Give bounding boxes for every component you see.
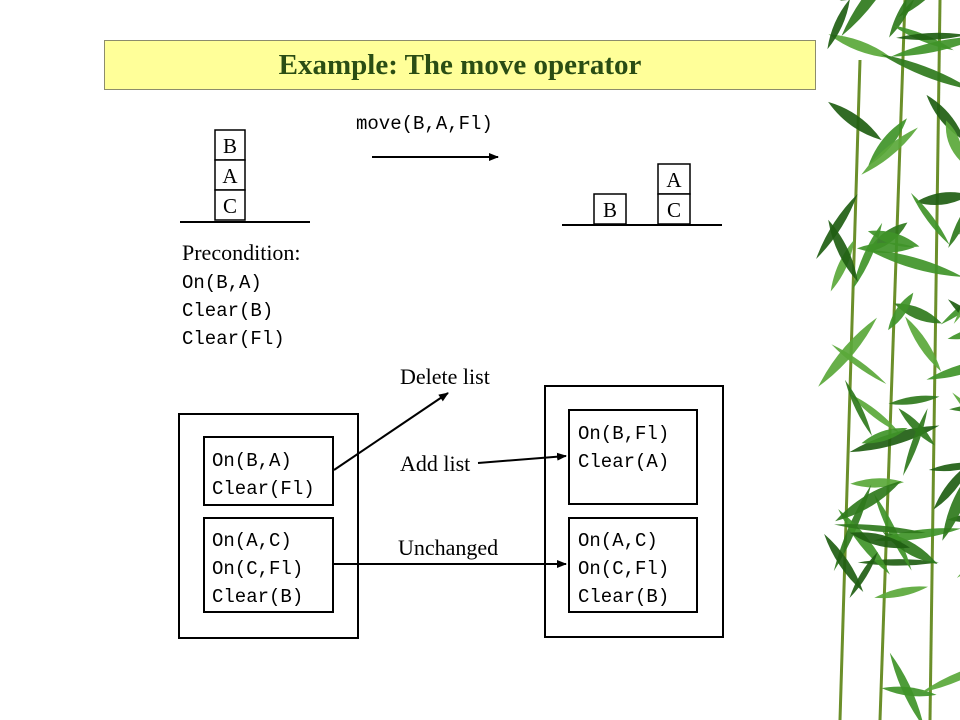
result-floor-block — [593, 193, 627, 225]
bamboo-stem — [878, 0, 907, 720]
bamboo-leaf — [873, 528, 960, 541]
unchanged-arrow-label: Unchanged — [398, 535, 498, 560]
bamboo-leaf — [835, 481, 902, 522]
add-item-0: On(B,Fl) — [578, 423, 669, 445]
precondition-item-1: Clear(B) — [182, 300, 273, 322]
bamboo-leaf — [926, 358, 960, 380]
before-unchanged-item-0: On(A,C) — [212, 530, 292, 552]
delete-arrow-label: Delete list — [400, 364, 490, 389]
bamboo-leaf — [889, 0, 919, 38]
bamboo-leaf — [933, 462, 960, 510]
before-unchanged-item-2: Clear(B) — [212, 586, 303, 608]
bamboo-leaf — [867, 230, 920, 248]
bamboo-leaf — [905, 316, 942, 372]
bamboo-leaf — [849, 551, 878, 598]
bamboo-leaf — [888, 395, 940, 405]
bamboo-leaf — [889, 652, 925, 720]
after-unchanged-group-box — [568, 517, 698, 613]
bamboo-leaf — [824, 533, 864, 593]
after-unchanged-item-1: On(C,Fl) — [578, 558, 669, 580]
bamboo-leaf — [828, 219, 858, 282]
add-arrow-label: Add list — [400, 451, 470, 476]
bamboo-leaf — [888, 292, 914, 331]
bamboo-leaf — [921, 661, 960, 693]
result-state: B A C — [562, 163, 722, 226]
bamboo-leaves-decoration — [816, 0, 960, 720]
bamboo-leaf — [881, 54, 960, 91]
add-arrow — [477, 452, 567, 464]
precondition-item-2: Clear(Fl) — [182, 328, 285, 350]
bamboo-leaf — [949, 404, 960, 412]
before-unchanged-group-box — [203, 517, 334, 613]
bamboo-leaf — [952, 392, 960, 465]
after-unchanged-item-0: On(A,C) — [578, 530, 658, 552]
bamboo-leaf — [816, 193, 858, 259]
delete-group-box — [203, 436, 334, 506]
bamboo-leaf — [898, 408, 935, 446]
bamboo-leaf — [831, 344, 887, 384]
block-bottom — [214, 189, 246, 221]
bamboo-leaf — [834, 524, 926, 534]
bamboo-leaf — [818, 317, 877, 387]
bamboo-leaf — [945, 120, 960, 163]
result-stack-label-1: C — [667, 198, 681, 222]
bamboo-leaf — [896, 32, 960, 41]
bamboo-leaf — [852, 222, 883, 290]
bamboo-leaf — [928, 462, 960, 472]
delete-arrow — [333, 392, 449, 471]
result-stack-label-0: A — [666, 168, 682, 192]
bamboo-leaf — [948, 195, 960, 248]
bamboo-leaf — [947, 513, 960, 523]
bamboo-leaf — [942, 470, 960, 541]
before-outer-frame — [178, 413, 359, 639]
title-banner: Example: The move operator — [104, 40, 816, 90]
bamboo-leaf — [891, 36, 960, 57]
delete-item-0: On(B,A) — [212, 450, 292, 472]
add-item-1: Clear(A) — [578, 451, 669, 473]
initial-block-label-2: C — [223, 194, 237, 218]
bamboo-leaf — [940, 282, 960, 325]
bamboo-leaf — [874, 586, 928, 599]
bamboo-leaf — [915, 192, 960, 206]
bamboo-leaf — [845, 379, 873, 437]
bamboo-leaf — [867, 249, 960, 277]
bamboo-leaf — [849, 393, 900, 433]
initial-block-label-1: A — [222, 164, 238, 188]
bamboo-leaf — [861, 427, 908, 444]
add-group-box — [568, 409, 698, 505]
slide-title: Example: The move operator — [278, 48, 642, 81]
before-unchanged-item-1: On(C,Fl) — [212, 558, 303, 580]
bamboo-leaf — [841, 0, 900, 37]
after-state-box: On(B,Fl) Clear(A) On(A,C) On(C,Fl) Clear… — [544, 385, 724, 638]
bamboo-leaf — [861, 127, 918, 175]
precondition-item-0: On(B,A) — [182, 272, 262, 294]
bamboo-leaf — [828, 34, 892, 59]
bamboo-leaf — [849, 532, 910, 549]
bamboo-leaf — [903, 408, 928, 476]
result-floor-block-label: B — [603, 198, 617, 222]
precondition-heading: Precondition: — [182, 240, 301, 265]
after-outer-frame — [544, 385, 724, 638]
initial-stack: B A C — [180, 129, 310, 223]
initial-block-label-0: B — [223, 134, 237, 158]
bamboo-leaf — [828, 101, 882, 141]
operator-label: move(B,A,Fl) — [356, 113, 493, 135]
bamboo-leaf — [910, 192, 950, 245]
bamboo-leaf — [956, 533, 960, 578]
delete-item-1: Clear(Fl) — [212, 478, 315, 500]
after-unchanged-item-2: Clear(B) — [578, 586, 669, 608]
bamboo-leaf — [827, 0, 850, 50]
bamboo-leaf — [947, 299, 960, 347]
bamboo-leaf — [926, 94, 960, 141]
bamboo-leaf — [947, 324, 960, 340]
before-state-box: On(B,A) Clear(Fl) On(A,C) On(C,Fl) Clear… — [178, 413, 359, 639]
bamboo-leaf — [868, 118, 907, 166]
